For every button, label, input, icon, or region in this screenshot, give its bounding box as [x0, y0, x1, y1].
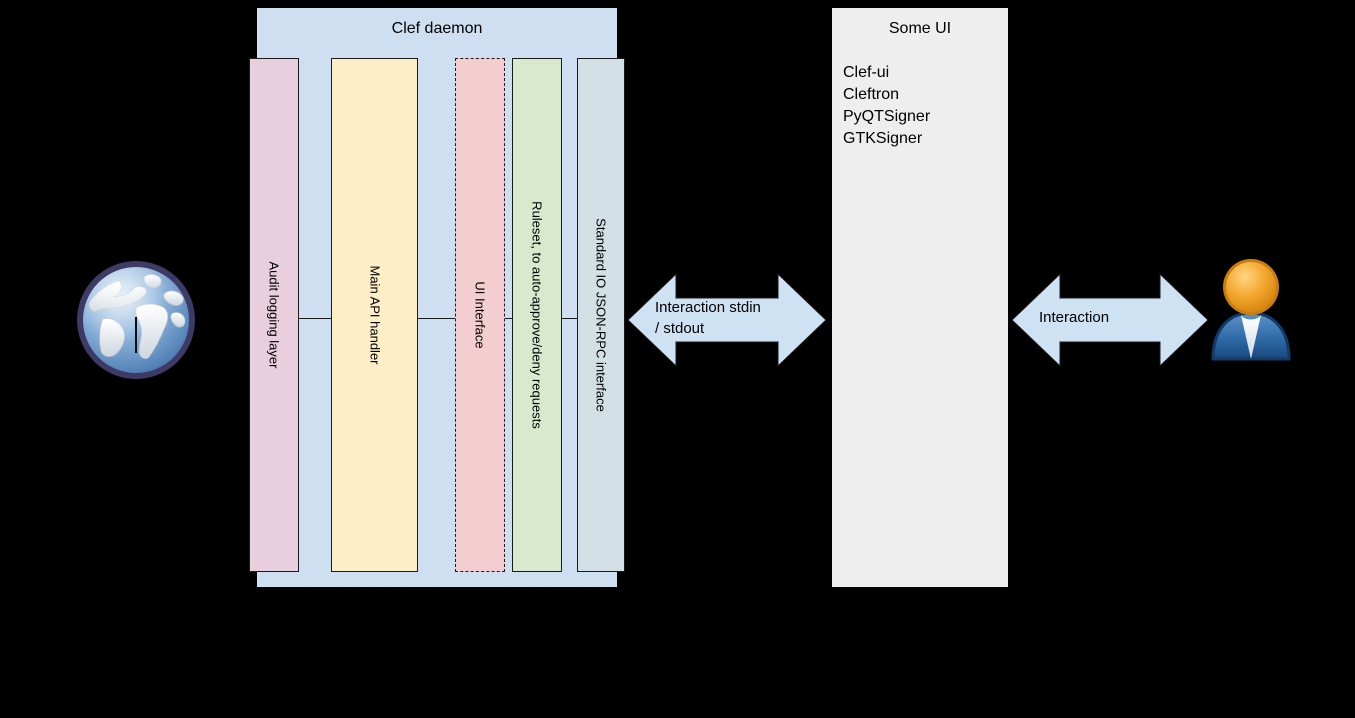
box-ui-interface[interactable]: UI Interface — [455, 58, 505, 572]
list-item: PyQTSigner — [843, 108, 931, 125]
box-ui-interface-label: UI Interface — [472, 281, 488, 349]
connector-line-audit-api — [298, 318, 332, 319]
stdio-interaction-arrow — [628, 272, 826, 368]
box-ruleset-label: Ruleset, to auto-approve/deny requests — [529, 201, 545, 429]
box-main-api-handler-label: Main API handler — [367, 265, 382, 365]
connector-line-ui-ruleset — [504, 318, 513, 319]
globe-icon — [73, 257, 199, 383]
list-item: Cleftron — [843, 86, 900, 103]
user-interaction-arrow — [1012, 272, 1208, 368]
some-ui-list: Clef-ui Cleftron PyQTSigner GTKSigner — [843, 62, 1003, 150]
list-item: GTKSigner — [843, 130, 923, 147]
box-standard-io-jsonrpc-label: Standard IO JSON-RPC interface — [593, 218, 609, 412]
user-icon — [1205, 255, 1297, 363]
some-ui-title: Some UI — [888, 20, 952, 37]
some-ui-panel — [832, 8, 1008, 587]
stdio-interaction-arrow-label: Interaction stdin / stdout — [655, 299, 761, 337]
box-audit-logging-layer-label: Audit logging layer — [266, 261, 282, 369]
connector-line-ruleset-stdio — [560, 318, 578, 319]
box-main-api-handler[interactable]: Main API handler — [331, 58, 418, 572]
box-ruleset[interactable]: Ruleset, to auto-approve/deny requests — [512, 58, 562, 572]
box-standard-io-jsonrpc[interactable]: Standard IO JSON-RPC interface — [577, 58, 625, 572]
connector-line-api-ui — [417, 318, 456, 319]
box-audit-logging-layer[interactable]: Audit logging layer — [249, 58, 299, 572]
user-interaction-arrow-label: Interaction — [1039, 309, 1110, 326]
clef-daemon-container — [257, 8, 617, 587]
list-item: Clef-ui — [843, 64, 890, 81]
clef-daemon-title: Clef daemon — [391, 20, 483, 37]
